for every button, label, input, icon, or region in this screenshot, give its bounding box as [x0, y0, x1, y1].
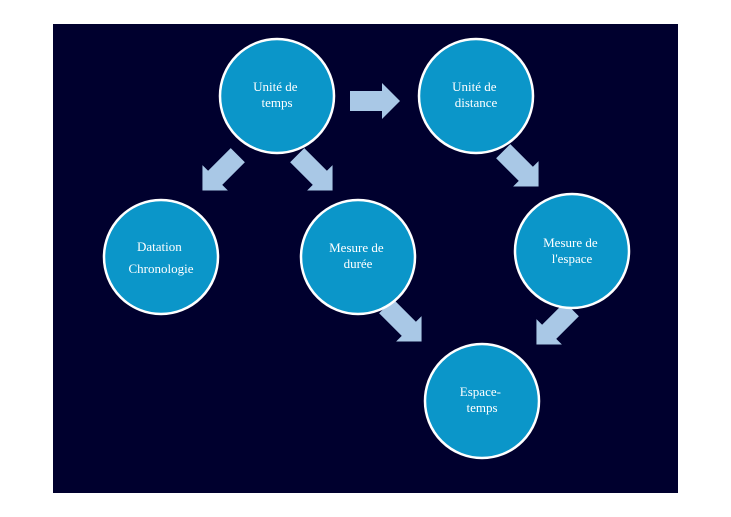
node-label-line: Espace- — [460, 384, 501, 399]
arrow-espace-to-espace-temps — [536, 302, 579, 345]
node-label-line: Mesure de — [329, 240, 384, 255]
arrow-temps-to-distance — [350, 83, 400, 119]
svg-text:Unité de distance: Unité de distance — [452, 79, 500, 110]
node-label-line: Unité de — [452, 79, 497, 94]
node-label-line: Mesure de — [543, 235, 598, 250]
arrow-temps-to-datation — [202, 148, 245, 191]
svg-text:Espace- temps: Espace- temps — [460, 384, 504, 415]
node-label-line: Datation — [137, 239, 182, 254]
node-label-line: l'espace — [552, 251, 593, 266]
node-espace-temps: Espace- temps — [423, 342, 541, 460]
node-label-line: Chronologie — [129, 261, 194, 276]
node-datation: Datation Chronologie — [102, 198, 220, 316]
node-label-line: temps — [466, 400, 497, 415]
arrow-duree-to-espace-temps — [379, 299, 422, 342]
node-label-line: temps — [261, 95, 292, 110]
node-label-line: Unité de — [253, 79, 298, 94]
node-unite-temps: Unité de temps — [218, 37, 336, 155]
arrow-temps-to-duree — [290, 148, 333, 191]
svg-text:Datation Chronologie: Datation Chronologie — [129, 239, 194, 276]
node-mesure-espace: Mesure de l'espace — [513, 192, 631, 310]
node-unite-distance: Unité de distance — [417, 37, 535, 155]
svg-text:Mesure de durée: Mesure de durée — [329, 240, 387, 271]
svg-text:Mesure de l'espace: Mesure de l'espace — [543, 235, 601, 266]
svg-text:Unité de temps: Unité de temps — [253, 79, 301, 110]
arrow-distance-to-espace — [496, 144, 539, 187]
node-mesure-duree: Mesure de durée — [299, 198, 417, 316]
node-label-line: distance — [455, 95, 498, 110]
node-label-line: durée — [344, 256, 373, 271]
